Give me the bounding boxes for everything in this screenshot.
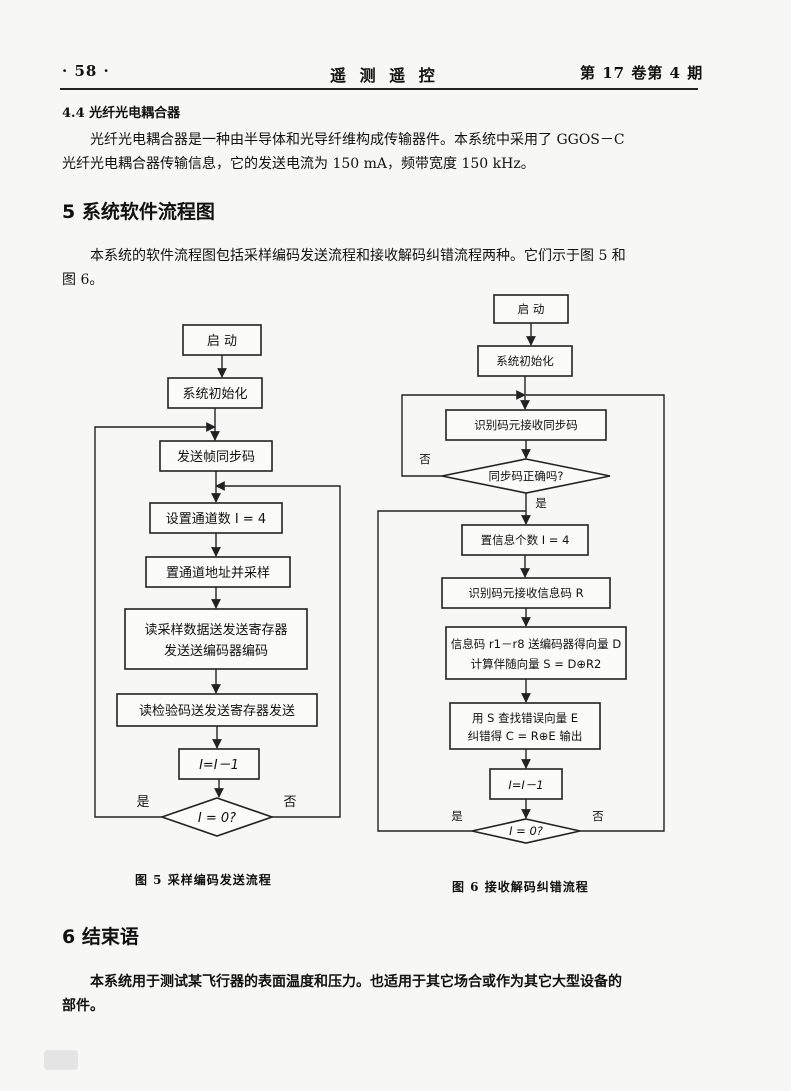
- fig6-calc-label-1: 信息码 r1－r8 送编码器得向量 D: [451, 637, 622, 651]
- fig6-no-sync-label: 否: [419, 452, 431, 466]
- fig6-recv-info-box: [441, 577, 611, 609]
- figure-5-caption: 图 5 采样编码发送流程: [135, 873, 272, 887]
- fig5-set-channel-box: [149, 502, 283, 534]
- fig6-init-box: [477, 345, 573, 377]
- fig5-read-label-1: 读采样数据送发送寄存器: [144, 622, 287, 638]
- fig5-check-label: 读检验码送发送寄存器发送: [139, 703, 295, 719]
- fig5-set-channel-label: 设置通道数 I = 4: [166, 512, 266, 527]
- fig6-set-info-label: 置信息个数 I = 4: [481, 533, 570, 547]
- journal-title: 遥 测 遥 控: [330, 66, 439, 85]
- fig5-init-box: [167, 377, 263, 409]
- fig5-cond-label: I = 0?: [198, 811, 236, 826]
- fig6-yes-label: 是: [451, 809, 463, 823]
- fig5-cond-diamond: [159, 797, 275, 837]
- fig5-sample-box: [145, 556, 291, 588]
- fig5-yes-label: 是: [136, 795, 149, 810]
- fig6-init-label: 系统初始化: [496, 354, 554, 368]
- fig5-start-label: 启 动: [207, 334, 237, 349]
- fig6-cond-diamond: [471, 818, 581, 844]
- fig6-start-box: [493, 294, 569, 324]
- section-5-line-2: 图 6。: [62, 272, 104, 288]
- page-number: · 58 ·: [62, 62, 110, 80]
- fig6-recv-sync-box: [445, 409, 607, 441]
- figure-6: 启 动 系统初始化 识别码元接收同步码 同步码正确吗? 否 是 置信息个数 I …: [377, 294, 665, 844]
- fig5-sample-label: 置通道地址并采样: [166, 566, 270, 581]
- fig6-set-info-box: [461, 524, 589, 556]
- fig6-no-label: 否: [592, 809, 604, 823]
- section-6-line-1: 本系统用于测试某飞行器的表面温度和压力。也适用于其它场合或作为其它大型设备的: [90, 974, 622, 990]
- corner-logo-icon: [44, 1050, 78, 1070]
- fig6-recv-info-label: 识别码元接收信息码 R: [468, 586, 583, 600]
- fig6-err-label-1: 用 S 查找错误向量 E: [472, 711, 578, 725]
- fig5-sync-label: 发送帧同步码: [177, 449, 255, 465]
- fig6-calc-box: [445, 626, 627, 680]
- section-5-title: 5 系统软件流程图: [62, 201, 215, 223]
- figure-5: 启 动 系统初始化 发送帧同步码 设置通道数 I = 4 置通道地址并采样 读采…: [94, 324, 341, 837]
- section-5-line-1: 本系统的软件流程图包括采样编码发送流程和接收解码纠错流程两种。它们示于图 5 和: [90, 248, 626, 264]
- section-4-4-line-1: 光纤光电耦合器是一种由半导体和光导纤维构成传输器件。本系统中采用了 GGOS－C: [90, 132, 625, 148]
- fig6-cond-label: I = 0?: [509, 824, 543, 838]
- fig5-no-label: 否: [283, 795, 296, 810]
- fig6-dec-label: I=I－1: [508, 778, 543, 792]
- section-6-title: 6 结束语: [62, 926, 139, 948]
- fig5-read-box: [124, 608, 308, 670]
- section-6-line-2: 部件。: [62, 998, 104, 1014]
- fig6-recv-sync-label: 识别码元接收同步码: [474, 418, 578, 432]
- section-4-4-title: 4.4 光纤光电耦合器: [62, 106, 181, 121]
- fig6-calc-label-2: 计算伴随向量 S = D⊕R2: [471, 657, 602, 671]
- fig6-start-label: 启 动: [518, 302, 545, 316]
- fig5-start-box: [182, 324, 262, 356]
- section-4-4-line-2: 光纤光电耦合器传输信息，它的发送电流为 150 mA，频带宽度 150 kHz。: [62, 156, 535, 172]
- fig6-yes-sync-label: 是: [535, 496, 547, 510]
- fig5-dec-label: I=I－1: [199, 758, 239, 773]
- fig6-err-box: [449, 702, 601, 750]
- fig6-dec-box: [489, 768, 563, 800]
- fig6-err-label-2: 纠错得 C = R⊕E 输出: [468, 729, 583, 743]
- issue-label: 第 17 卷第 4 期: [580, 64, 704, 82]
- fig6-cond-sync-label: 同步码正确吗?: [488, 469, 563, 483]
- fig5-init-label: 系统初始化: [182, 387, 247, 402]
- figure-6-caption: 图 6 接收解码纠错流程: [452, 880, 589, 894]
- fig5-read-label-2: 发送送编码器编码: [164, 643, 268, 659]
- header-rule: [60, 88, 698, 90]
